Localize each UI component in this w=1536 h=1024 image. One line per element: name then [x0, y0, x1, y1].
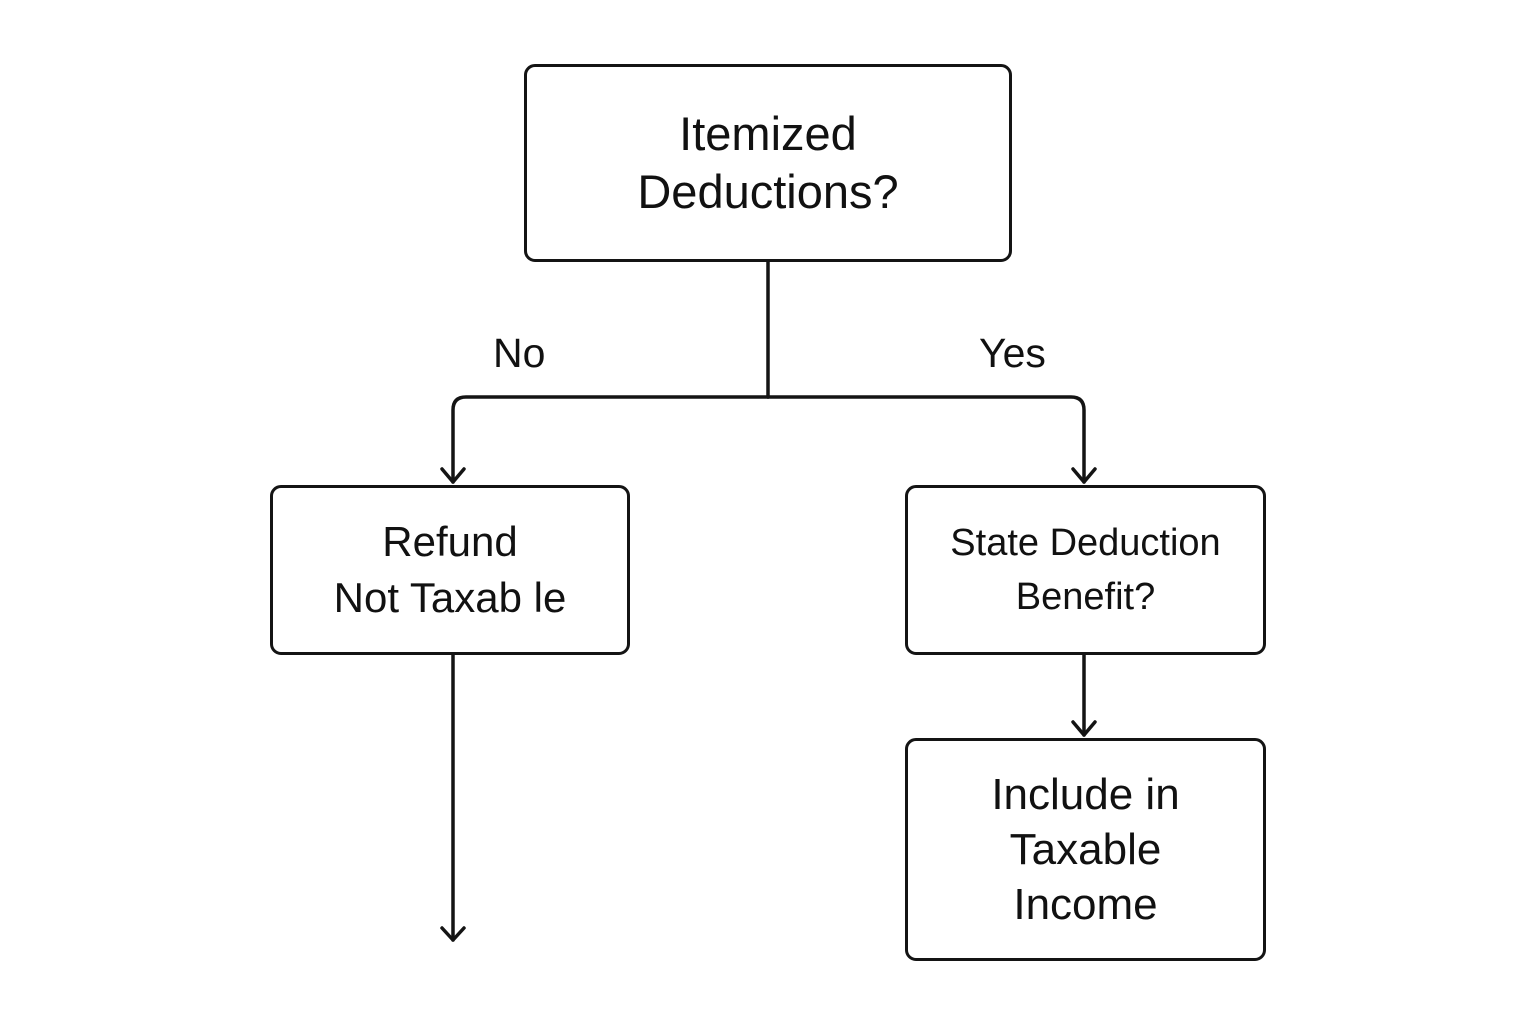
node-label: State Deduction Benefit? — [950, 522, 1221, 618]
no-branch-connector — [451, 395, 770, 484]
yes-branch-connector — [766, 395, 1086, 484]
decision-node-state-deduction-benefit: State Deduction Benefit? — [905, 485, 1266, 655]
edge-label-no: No — [493, 330, 546, 376]
outcome-node-include-in-taxable-income: Include in Taxable Income — [905, 738, 1266, 961]
arrowhead-icon — [1071, 720, 1097, 737]
edge-label-yes: Yes — [979, 330, 1046, 376]
arrowhead-icon — [1071, 467, 1097, 484]
node-label: Itemized Deductions? — [637, 107, 899, 218]
node-label: Refund Not Taxab le — [333, 518, 567, 621]
arrowhead-icon — [440, 467, 466, 484]
outcome-node-refund-not-taxable: Refund Not Taxab le — [270, 485, 630, 655]
arrowhead-icon — [440, 926, 466, 942]
node-label: Include in Taxable Income — [991, 770, 1180, 929]
decision-node-itemized-deductions: Itemized Deductions? — [524, 64, 1012, 262]
